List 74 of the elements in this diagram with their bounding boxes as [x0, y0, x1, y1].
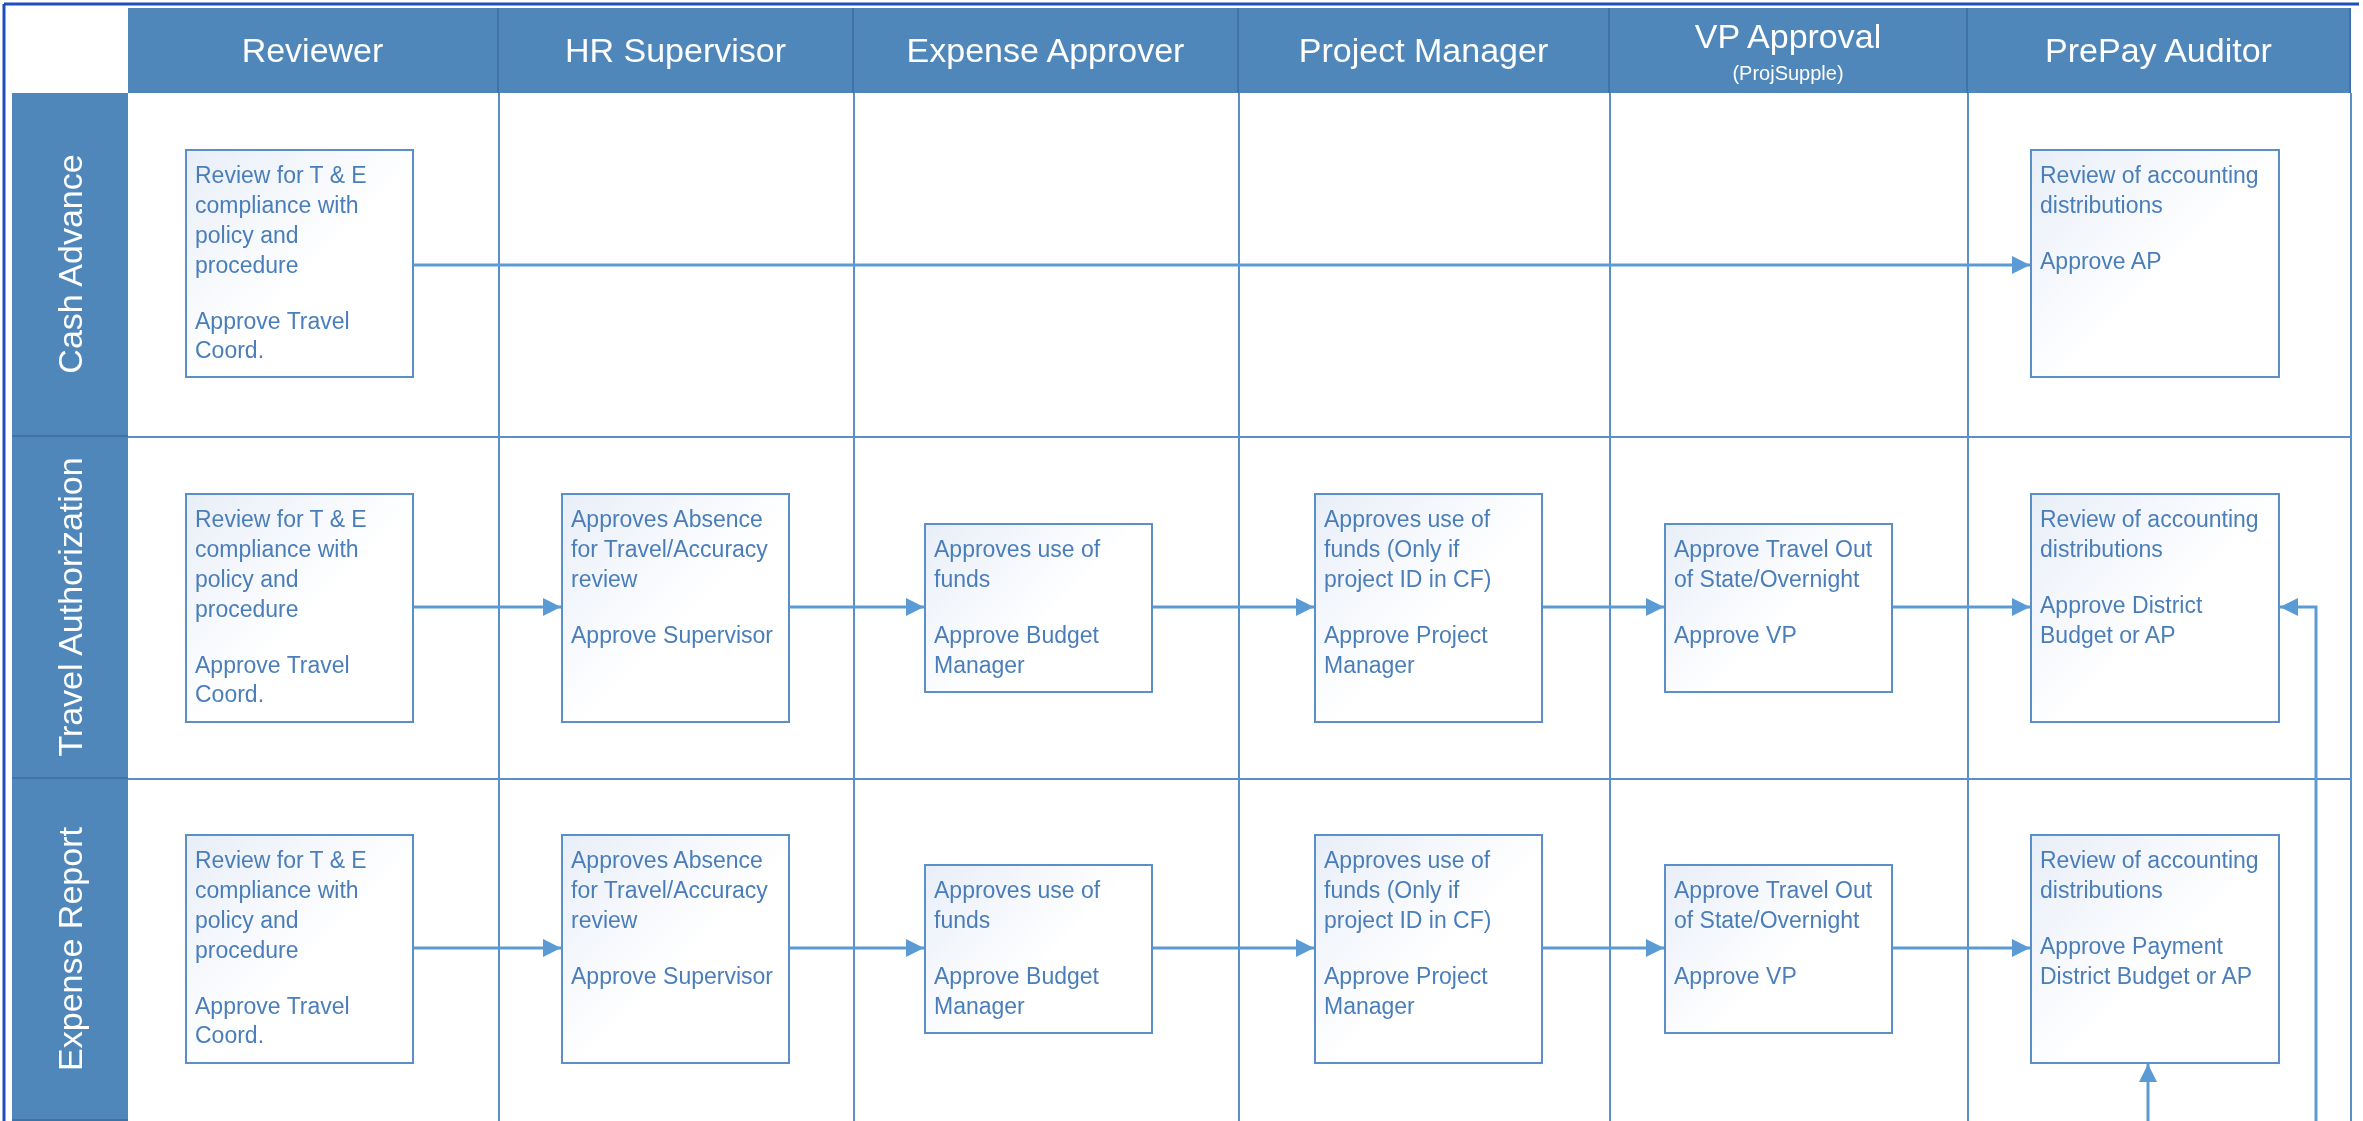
- process-box: [1664, 864, 1893, 1034]
- process-box: [2030, 149, 2280, 378]
- process-box: [185, 493, 414, 723]
- approver-text: Approve Travel Coord.: [195, 306, 351, 366]
- process-box: [185, 149, 414, 378]
- column-title: HR Supervisor: [564, 31, 787, 70]
- lane-title: Expense Report: [50, 827, 90, 1071]
- column-title: Reviewer: [241, 31, 384, 70]
- process-box: [1314, 834, 1543, 1064]
- column-header: [854, 8, 1239, 93]
- task-description: Review for T & E compliance with policy and procedure: [195, 846, 368, 965]
- column-header: [1968, 8, 2351, 93]
- process-box: [924, 864, 1153, 1034]
- arrow: [1543, 939, 1664, 957]
- arrow: [414, 939, 561, 957]
- process-box: [1314, 493, 1543, 723]
- approver-text: Approve Budget Manager: [934, 620, 1100, 680]
- arrow: [414, 256, 2030, 274]
- arrow: [1543, 598, 1664, 616]
- column-title: PrePay Auditor: [2045, 31, 2272, 70]
- lane-header: [12, 437, 128, 779]
- approver-text: Approve Supervisor: [571, 620, 774, 650]
- column-header: [128, 8, 499, 93]
- arrow: [790, 598, 924, 616]
- arrow: [1893, 939, 2030, 957]
- lane-title: Cash Advance: [50, 154, 90, 374]
- task-description: Review of accounting distributions: [2040, 505, 2260, 564]
- arrow: [414, 598, 561, 616]
- approver-text: Approve VP: [1674, 961, 1798, 991]
- task-description: Approves use of funds (Only if project ID in CF): [1324, 505, 1493, 594]
- column-title: Expense Approver: [906, 31, 1185, 70]
- process-box: [561, 493, 790, 723]
- column-header: [499, 8, 854, 93]
- arrow: [2139, 1064, 2157, 1121]
- task-description: Approves Absence for Travel/Accuracy review: [571, 505, 769, 594]
- arrow: [1153, 598, 1314, 616]
- process-box: [1664, 523, 1893, 693]
- task-description: Approves use of funds: [934, 876, 1102, 935]
- column-header: [1239, 8, 1610, 93]
- arrow: [2280, 598, 2318, 1121]
- task-description: Approves use of funds: [934, 535, 1102, 594]
- arrow: [790, 939, 924, 957]
- task-description: Review for T & E compliance with policy and procedure: [195, 505, 368, 624]
- approver-text: Approve Travel Coord.: [195, 650, 351, 710]
- column-title: Project Manager: [1298, 31, 1549, 70]
- task-description: Approves use of funds (Only if project ID in CF): [1324, 846, 1493, 935]
- approver-text: Approve Travel Coord.: [195, 991, 351, 1051]
- task-description: Review for T & E compliance with policy and procedure: [195, 161, 368, 280]
- approver-text: Approve Supervisor: [571, 961, 774, 991]
- column-header: [1610, 8, 1968, 93]
- arrow: [1893, 598, 2030, 616]
- process-box: [561, 834, 790, 1064]
- approver-text: Approve Project Manager: [1324, 620, 1489, 680]
- task-description: Review of accounting distributions: [2040, 846, 2260, 905]
- task-description: Approve Travel Out of State/Overnight: [1674, 535, 1874, 594]
- task-description: Approves Absence for Travel/Accuracy review: [571, 846, 769, 935]
- approver-text: Approve Payment District Budget or AP: [2040, 931, 2254, 991]
- process-box: [185, 834, 414, 1064]
- lane-header: [12, 93, 128, 437]
- lane-title: Travel Authorization: [50, 457, 90, 757]
- lane-header: [12, 779, 128, 1121]
- process-box: [2030, 834, 2280, 1064]
- approver-text: Approve VP: [1674, 620, 1798, 650]
- approver-text: Approve AP: [2040, 246, 2163, 276]
- column-subtitle: (ProjSupple): [1732, 61, 1844, 85]
- approver-text: Approve District Budget or AP: [2040, 590, 2204, 650]
- arrow: [1153, 939, 1314, 957]
- task-description: Review of accounting distributions: [2040, 161, 2260, 220]
- approver-text: Approve Project Manager: [1324, 961, 1489, 1021]
- column-title: VP Approval: [1694, 16, 1882, 56]
- task-description: Approve Travel Out of State/Overnight: [1674, 876, 1874, 935]
- process-box: [924, 523, 1153, 693]
- approver-text: Approve Budget Manager: [934, 961, 1100, 1021]
- process-box: [2030, 493, 2280, 723]
